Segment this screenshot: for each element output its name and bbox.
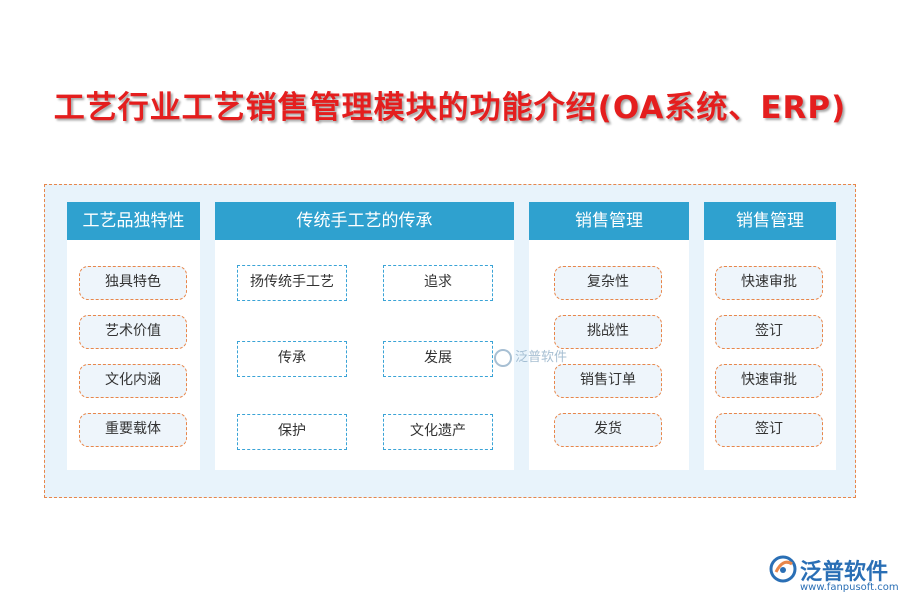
brand-url: www.fanpusoft.com: [800, 582, 899, 593]
item-node: 艺术价值: [79, 315, 187, 349]
item-node: 快速审批: [715, 364, 823, 398]
item-node: 保护: [237, 414, 347, 450]
panel-header: 传统手工艺的传承: [215, 202, 514, 240]
brand-logo-icon: [494, 348, 512, 367]
panel-sales-2: 销售管理 快速审批 签订 快速审批 签订: [704, 202, 836, 470]
item-node: 销售订单: [554, 364, 662, 398]
page-title: 工艺行业工艺销售管理模块的功能介绍(OA系统、ERP): [53, 90, 847, 126]
item-node: 挑战性: [554, 315, 662, 349]
panel-header: 销售管理: [529, 202, 689, 240]
item-node: 签订: [715, 315, 823, 349]
item-node: 扬传统手工艺: [237, 265, 347, 301]
panel-uniqueness: 工艺品独特性 独具特色 艺术价值 文化内涵 重要载体: [67, 202, 200, 470]
item-node: 快速审批: [715, 266, 823, 300]
brand-name: 泛普软件: [800, 560, 889, 585]
item-node: 复杂性: [554, 266, 662, 300]
panel-header: 销售管理: [704, 202, 836, 240]
item-node: 发货: [554, 413, 662, 447]
panel-sales-1: 销售管理 复杂性 挑战性 销售订单 发货: [529, 202, 689, 470]
item-node: 发展: [383, 341, 493, 377]
item-node: 追求: [383, 265, 493, 301]
item-node: 文化遗产: [383, 414, 493, 450]
item-node: 签订: [715, 413, 823, 447]
item-node: 文化内涵: [79, 364, 187, 398]
item-node: 重要载体: [79, 413, 187, 447]
brand-logo-icon: [769, 555, 797, 583]
panel-header: 工艺品独特性: [67, 202, 200, 240]
item-node: 传承: [237, 341, 347, 377]
watermark: 泛普软件: [494, 346, 567, 367]
panel-heritage: 传统手工艺的传承 扬传统手工艺 追求 传承 发展 保护 文化遗产: [215, 202, 514, 470]
item-node: 独具特色: [79, 266, 187, 300]
